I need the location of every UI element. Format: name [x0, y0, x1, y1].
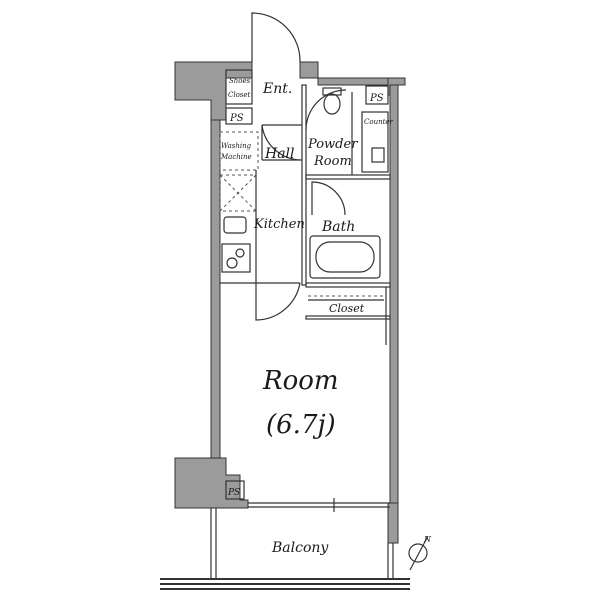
label-balcony: Balcony: [271, 540, 329, 556]
balcony-rail-1: [160, 578, 410, 580]
label-room: Room: [262, 366, 339, 396]
ps-box-powder: [365, 85, 389, 105]
balcony: [160, 508, 410, 590]
hall-door: [261, 124, 303, 161]
label-ps-bottom: PS: [227, 488, 240, 498]
toilet-tank: [322, 87, 342, 96]
right-wall: [389, 84, 399, 504]
kitchen-sink: [223, 216, 247, 234]
powder-sink: [371, 147, 385, 163]
label-closet: Closet: [329, 302, 365, 315]
label-counter: Counter: [364, 118, 394, 126]
label-kitchen: Kitchen: [253, 217, 305, 232]
powder-door: [305, 89, 347, 131]
fridge-x2: [219, 174, 257, 212]
bath-bottom-wall: [305, 282, 391, 288]
label-bath: Bath: [321, 219, 355, 235]
walls: [174, 61, 406, 544]
label-washing: Washing: [221, 142, 252, 150]
compass-needle: [409, 535, 429, 571]
ps-box-bottom: [225, 480, 245, 500]
labels: Ent. Shoes Closet PS Washing Machine Hal…: [220, 77, 394, 556]
room-door: [255, 282, 301, 321]
top-wall-ps: [317, 77, 399, 86]
label-ps-powder: PS: [369, 93, 384, 104]
toilet-bowl: [323, 93, 341, 115]
stove: [221, 243, 251, 273]
bathtub-inner: [315, 241, 375, 273]
bottom-left-wall-block: [174, 457, 249, 509]
north-arrow: N: [408, 535, 432, 571]
stove-burner-1: [235, 248, 245, 258]
entrance-door: [251, 12, 301, 63]
washing-machine-box: [219, 131, 259, 171]
compass-circle: [408, 543, 428, 563]
closet-bottom-wall: [305, 315, 391, 320]
doors: [251, 12, 347, 321]
label-powder: Powder: [307, 137, 358, 152]
label-hall: Hall: [264, 146, 295, 162]
north-label: N: [423, 535, 432, 544]
label-entrance: Ent.: [262, 81, 292, 97]
label-closet-small: Closet: [228, 91, 251, 99]
label-room-size: (6.7j): [266, 410, 336, 440]
bath-door: [311, 181, 346, 216]
ps-box-entrance: [225, 107, 253, 125]
kitchen-bath-wall: [301, 84, 307, 286]
stove-burner-2: [226, 257, 238, 269]
bathtub-outer: [309, 235, 381, 279]
label-machine: Machine: [220, 153, 252, 161]
right-wall-bottom: [387, 502, 399, 544]
shoes-closet-box: [225, 69, 253, 105]
left-wall: [210, 77, 221, 459]
balcony-rail-2: [160, 583, 410, 585]
balcony-rail-3: [160, 588, 410, 590]
top-wall-right: [299, 61, 319, 79]
powder-counter: [361, 111, 389, 173]
label-ps-entrance: PS: [229, 113, 244, 124]
label-powder-room: Room: [313, 154, 352, 169]
label-shoes: Shoes: [229, 77, 251, 85]
fixtures: [219, 69, 389, 500]
powder-bath-wall: [305, 174, 391, 180]
